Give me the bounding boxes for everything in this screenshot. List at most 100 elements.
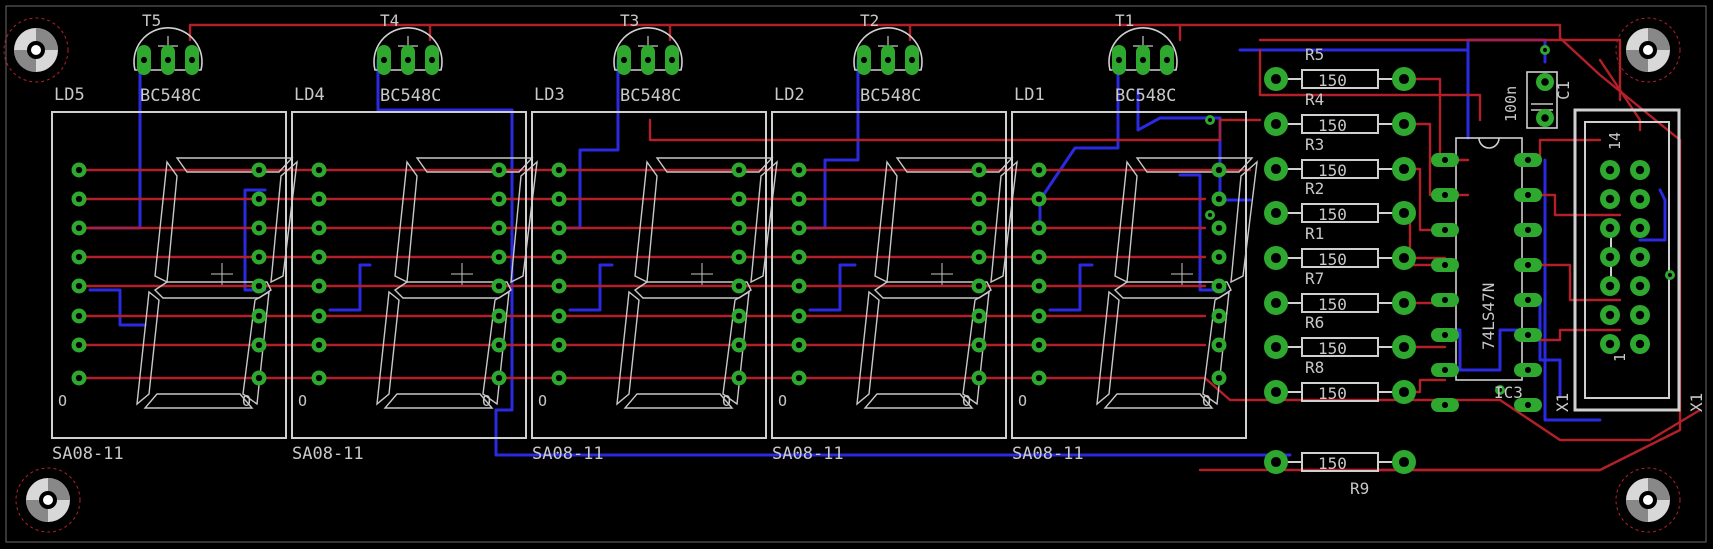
resistor-value-r2: 150: [1318, 205, 1347, 224]
transistor-pad-t5-1-drill: [140, 56, 148, 64]
transistor-pad-t5-3-drill: [188, 56, 196, 64]
via-2-drill: [1207, 212, 1213, 218]
segment-f-ld4: [394, 160, 418, 284]
bottom-trace-16: [1543, 158, 1602, 422]
transistor-pad-t2-1-drill: [860, 56, 868, 64]
display-pad-ld3-r5-drill: [735, 282, 743, 290]
display-pad-ld3-l3-drill: [555, 224, 563, 232]
segment-d-ld1: [1103, 393, 1214, 409]
display-mark-left-ld1: O: [1018, 392, 1027, 410]
bottom-trace-14: [1178, 173, 1227, 292]
segment-g-ld2: [873, 281, 992, 299]
display-pad-ld3-l8-drill: [555, 374, 563, 382]
display-outline-ld3: [531, 111, 767, 439]
display-pad-ld4-l3-drill: [315, 224, 323, 232]
display-pad-ld4-l2-drill: [315, 195, 323, 203]
connector-pin-low: 1: [1611, 353, 1629, 362]
display-ref-ld2: LD2: [774, 85, 805, 105]
connector-pad-b1-drill: [1635, 165, 1645, 175]
display-pad-ld2-l5-drill: [795, 282, 803, 290]
segment-g-ld1: [1113, 281, 1232, 299]
transistor-body-t1: [1108, 27, 1178, 71]
display-mark-right-ld4: O: [482, 392, 491, 410]
transistor-body-t3: [613, 27, 683, 71]
resistor-ref-r2: R2: [1305, 179, 1324, 198]
display-pad-ld3-r6-drill: [735, 312, 743, 320]
display-pad-ld1-r8-drill: [1215, 374, 1223, 382]
display-pad-ld3-r3-drill: [735, 224, 743, 232]
ic-pad-left-6-drill: [1441, 331, 1449, 339]
display-pad-ld2-r4-drill: [975, 253, 983, 261]
top-trace-29: [1258, 48, 1482, 122]
segment-b-ld1: [1230, 160, 1258, 284]
resistor-pad-right-9-drill: [1398, 456, 1410, 468]
resistor-pad-right-1-drill: [1398, 73, 1410, 85]
resistor-pad-left-1-drill: [1270, 73, 1282, 85]
segment-e-ld5: [136, 290, 160, 406]
display-ref-ld3: LD3: [534, 85, 565, 105]
display-pad-ld3-l5-drill: [555, 282, 563, 290]
display-pad-ld2-l3-drill: [795, 224, 803, 232]
segment-a-ld3: [655, 157, 774, 173]
ic-pad-right-2-drill: [1524, 191, 1532, 199]
display-pad-ld5-r5-drill: [255, 282, 263, 290]
connector-pad-b2-drill: [1635, 194, 1645, 204]
ic-pad-right-8-drill: [1524, 401, 1532, 409]
segment-e-ld2: [856, 290, 880, 406]
display-pad-ld2-l2-drill: [795, 195, 803, 203]
resistor-pad-right-8-drill: [1398, 386, 1410, 398]
top-trace-26: [1526, 328, 1622, 342]
ic-pad-left-2-drill: [1441, 191, 1449, 199]
transistor-value-t3: BC548C: [620, 86, 681, 106]
ic-pad-left-5-drill: [1441, 296, 1449, 304]
resistor-pad-right-6-drill: [1398, 297, 1410, 309]
display-pad-ld5-l3-drill: [75, 224, 83, 232]
transistor-pad-t3-3-drill: [668, 56, 676, 64]
display-pad-ld5-l5-drill: [75, 282, 83, 290]
display-pad-ld5-l8-drill: [75, 374, 83, 382]
resistor-pad-right-4-drill: [1398, 207, 1410, 219]
display-pad-ld1-l5-drill: [1035, 282, 1043, 290]
resistor-r3-body: [1301, 159, 1379, 179]
resistor-pad-right-2-drill: [1398, 118, 1410, 130]
display-pad-ld1-r3-drill: [1215, 224, 1223, 232]
display-pad-ld4-l8-drill: [315, 374, 323, 382]
bottom-trace-2: [376, 58, 1292, 457]
resistor-ref-r1: R1: [1305, 224, 1324, 243]
transistor-ref-t4: T4: [380, 11, 399, 30]
display-pad-ld5-r1-drill: [255, 166, 263, 174]
resistor-pad-left-2-drill: [1270, 118, 1282, 130]
ic-pad-right-7-drill: [1524, 366, 1532, 374]
transistor-pad-t2-3-drill: [908, 56, 916, 64]
resistor-r6-body: [1301, 337, 1379, 357]
display-pad-ld4-r6-drill: [495, 312, 503, 320]
segment-a-ld1: [1135, 157, 1254, 173]
connector-shroud: [1573, 108, 1681, 412]
bottom-trace-9: [88, 288, 147, 327]
capacitor-outline: [1526, 71, 1558, 129]
segment-d-ld4: [383, 393, 494, 409]
display-pad-ld1-r4-drill: [1215, 253, 1223, 261]
display-value-ld1: SA08-11: [1012, 444, 1084, 464]
transistor-pad-t4-3-drill: [428, 56, 436, 64]
ic-value: 74LS47N: [1479, 283, 1498, 350]
resistor-r7-body: [1301, 293, 1379, 313]
mounting-hole-top-right: [1615, 17, 1681, 83]
connector-pad-a2-drill: [1605, 194, 1615, 204]
resistor-ref-r7: R7: [1305, 269, 1324, 288]
resistor-pad-left-3-drill: [1270, 163, 1282, 175]
connector-pad-b3-drill: [1635, 223, 1645, 233]
transistor-ref-t5: T5: [142, 11, 161, 30]
resistor-pad-right-7-drill: [1398, 341, 1410, 353]
bottom-trace-3: [558, 58, 620, 230]
resistor-ref-r8: R8: [1305, 358, 1324, 377]
ic-pad-right-5-drill: [1524, 296, 1532, 304]
display-pad-ld1-r5-drill: [1215, 282, 1223, 290]
display-outline-ld1: [1011, 111, 1247, 439]
display-outline-ld5: [51, 111, 287, 439]
top-trace-25: [1526, 263, 1622, 302]
mounting-hole-bottom-left: [15, 467, 81, 533]
display-pad-ld5-l4-drill: [75, 253, 83, 261]
segment-b-ld5: [270, 160, 298, 284]
bottom-trace-10: [328, 263, 372, 312]
